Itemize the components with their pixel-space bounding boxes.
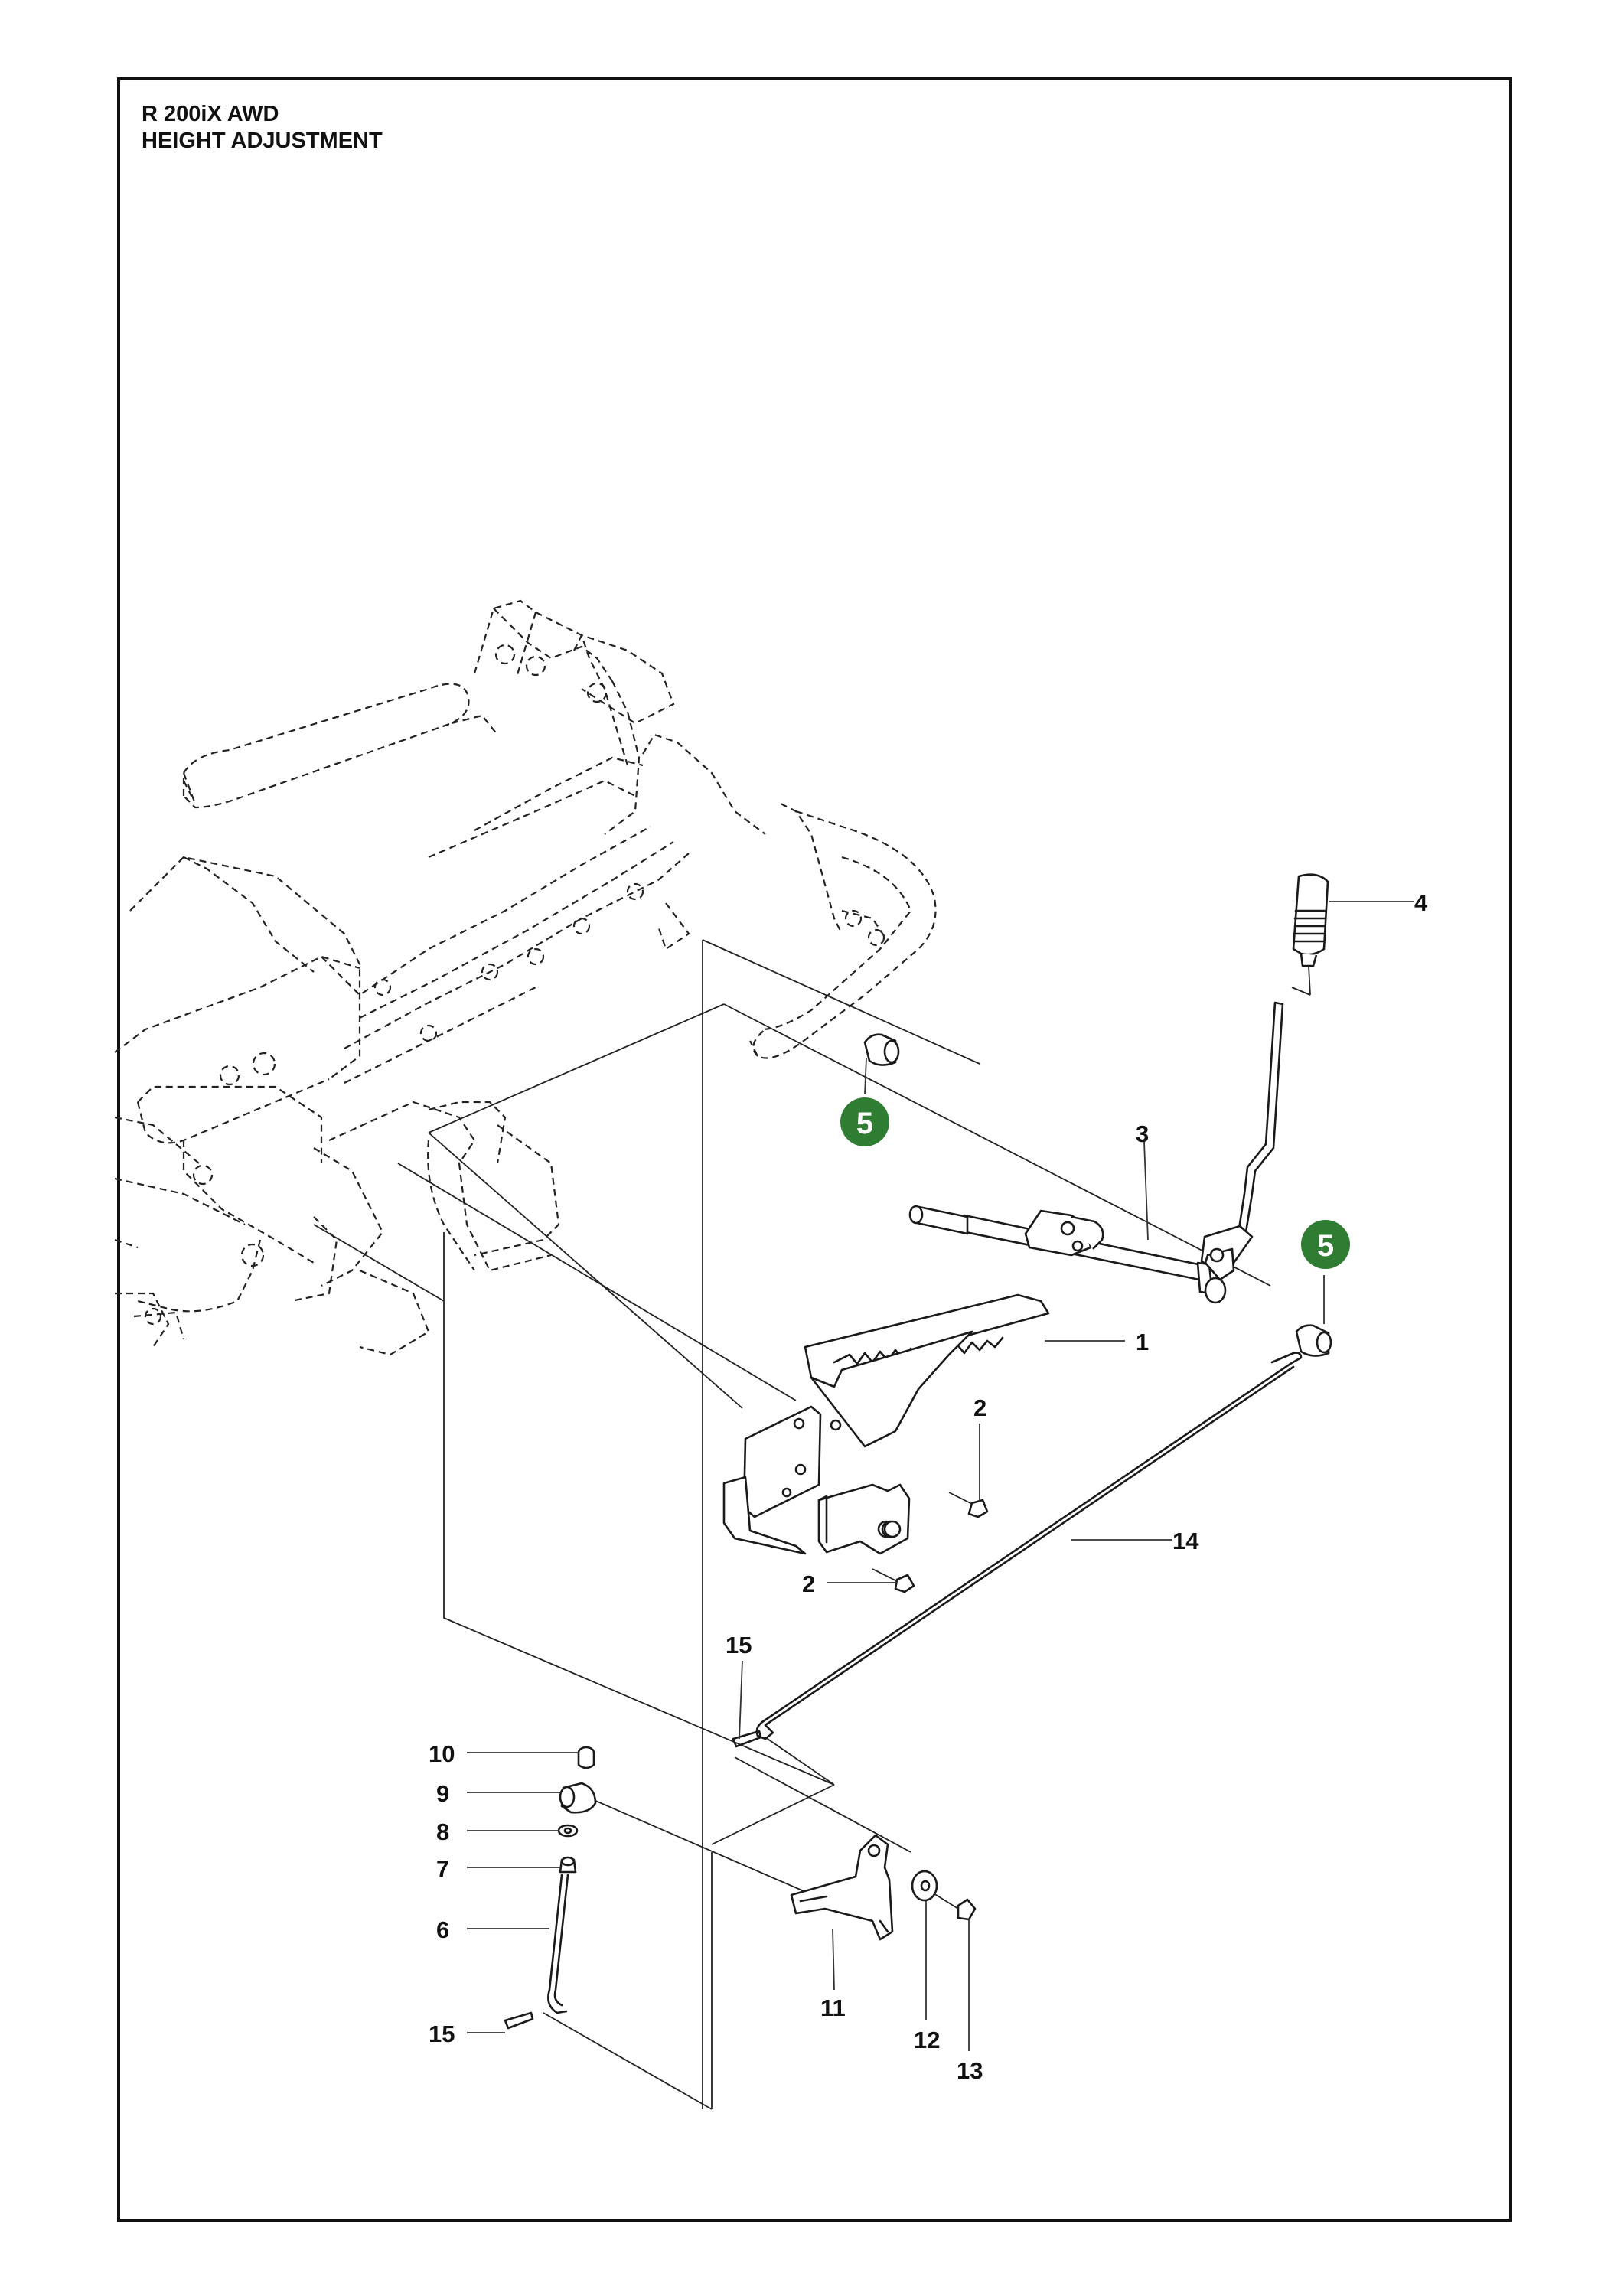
- part-lever: [1200, 873, 1329, 1281]
- badge-5-left: 5: [840, 1097, 889, 1146]
- part-bolts: [872, 1492, 989, 1593]
- callout-2-upper: 2: [973, 1394, 986, 1421]
- chassis-outline: [114, 599, 937, 1356]
- callout-10: 10: [429, 1740, 455, 1767]
- callout-1: 1: [1136, 1329, 1149, 1355]
- part-threaded-rod: [547, 1874, 569, 2014]
- callout-3: 3: [1136, 1120, 1149, 1147]
- part-shaft: [908, 1205, 1227, 1304]
- assembly-reference-lines: [313, 939, 1271, 2110]
- part-clips: [504, 1730, 762, 2030]
- callout-7: 7: [436, 1855, 449, 1882]
- callout-13: 13: [957, 2057, 983, 2084]
- leader-lines: [467, 901, 1414, 2051]
- callout-11: 11: [820, 1994, 846, 2021]
- badge-circle: [840, 1097, 889, 1146]
- callout-9: 9: [436, 1780, 449, 1807]
- diagram-frame: [117, 77, 1512, 2222]
- part-small-hardware: [557, 1746, 597, 1874]
- callout-14: 14: [1172, 1528, 1199, 1554]
- callout-2-lower: 2: [802, 1570, 815, 1597]
- part-bushings: [863, 1033, 1332, 1357]
- part-washer-bolt: [911, 1870, 977, 1921]
- part-height-bracket: [722, 1293, 1050, 1555]
- callout-5-right: 5: [1317, 1229, 1334, 1263]
- callout-labels: 4 3 1 2 2 14 15 10 9 8 7 6 15 11 12 13: [429, 889, 1428, 2084]
- model-name: R 200iX AWD: [142, 102, 279, 126]
- badge-circle: [1301, 1220, 1350, 1269]
- diagram-title: R 200iX AWD HEIGHT ADJUSTMENT: [142, 101, 383, 155]
- callout-12: 12: [914, 2027, 940, 2053]
- badge-5-right: 5: [1301, 1220, 1350, 1269]
- section-name: HEIGHT ADJUSTMENT: [142, 129, 383, 153]
- callout-8: 8: [436, 1818, 449, 1845]
- callout-5-left: 5: [856, 1107, 873, 1140]
- callout-15-upper: 15: [726, 1632, 752, 1658]
- callout-15-lower: 15: [429, 2020, 455, 2047]
- part-lower-bracket: [790, 1834, 894, 1941]
- callout-4: 4: [1414, 889, 1428, 916]
- callout-6: 6: [436, 1916, 449, 1943]
